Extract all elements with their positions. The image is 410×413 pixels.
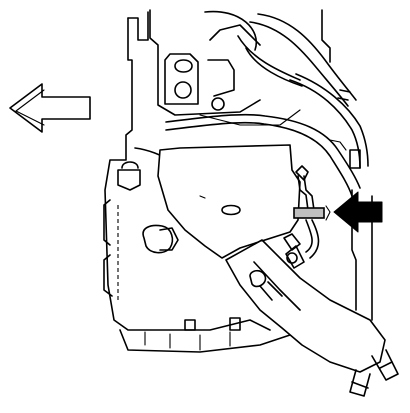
heat-insulator bbox=[157, 144, 301, 259]
oxygen-sensor bbox=[283, 165, 331, 269]
upper-assembly bbox=[149, 9, 331, 126]
side-frame bbox=[329, 139, 373, 321]
exhaust-pipe bbox=[225, 239, 399, 397]
engine-block bbox=[103, 11, 291, 353]
highlighted-sensor-part bbox=[293, 207, 325, 219]
front-direction-arrow-icon bbox=[9, 83, 91, 133]
hoses bbox=[134, 13, 369, 197]
callout-arrow-icon bbox=[333, 191, 383, 233]
bracket-bolts bbox=[117, 161, 179, 254]
